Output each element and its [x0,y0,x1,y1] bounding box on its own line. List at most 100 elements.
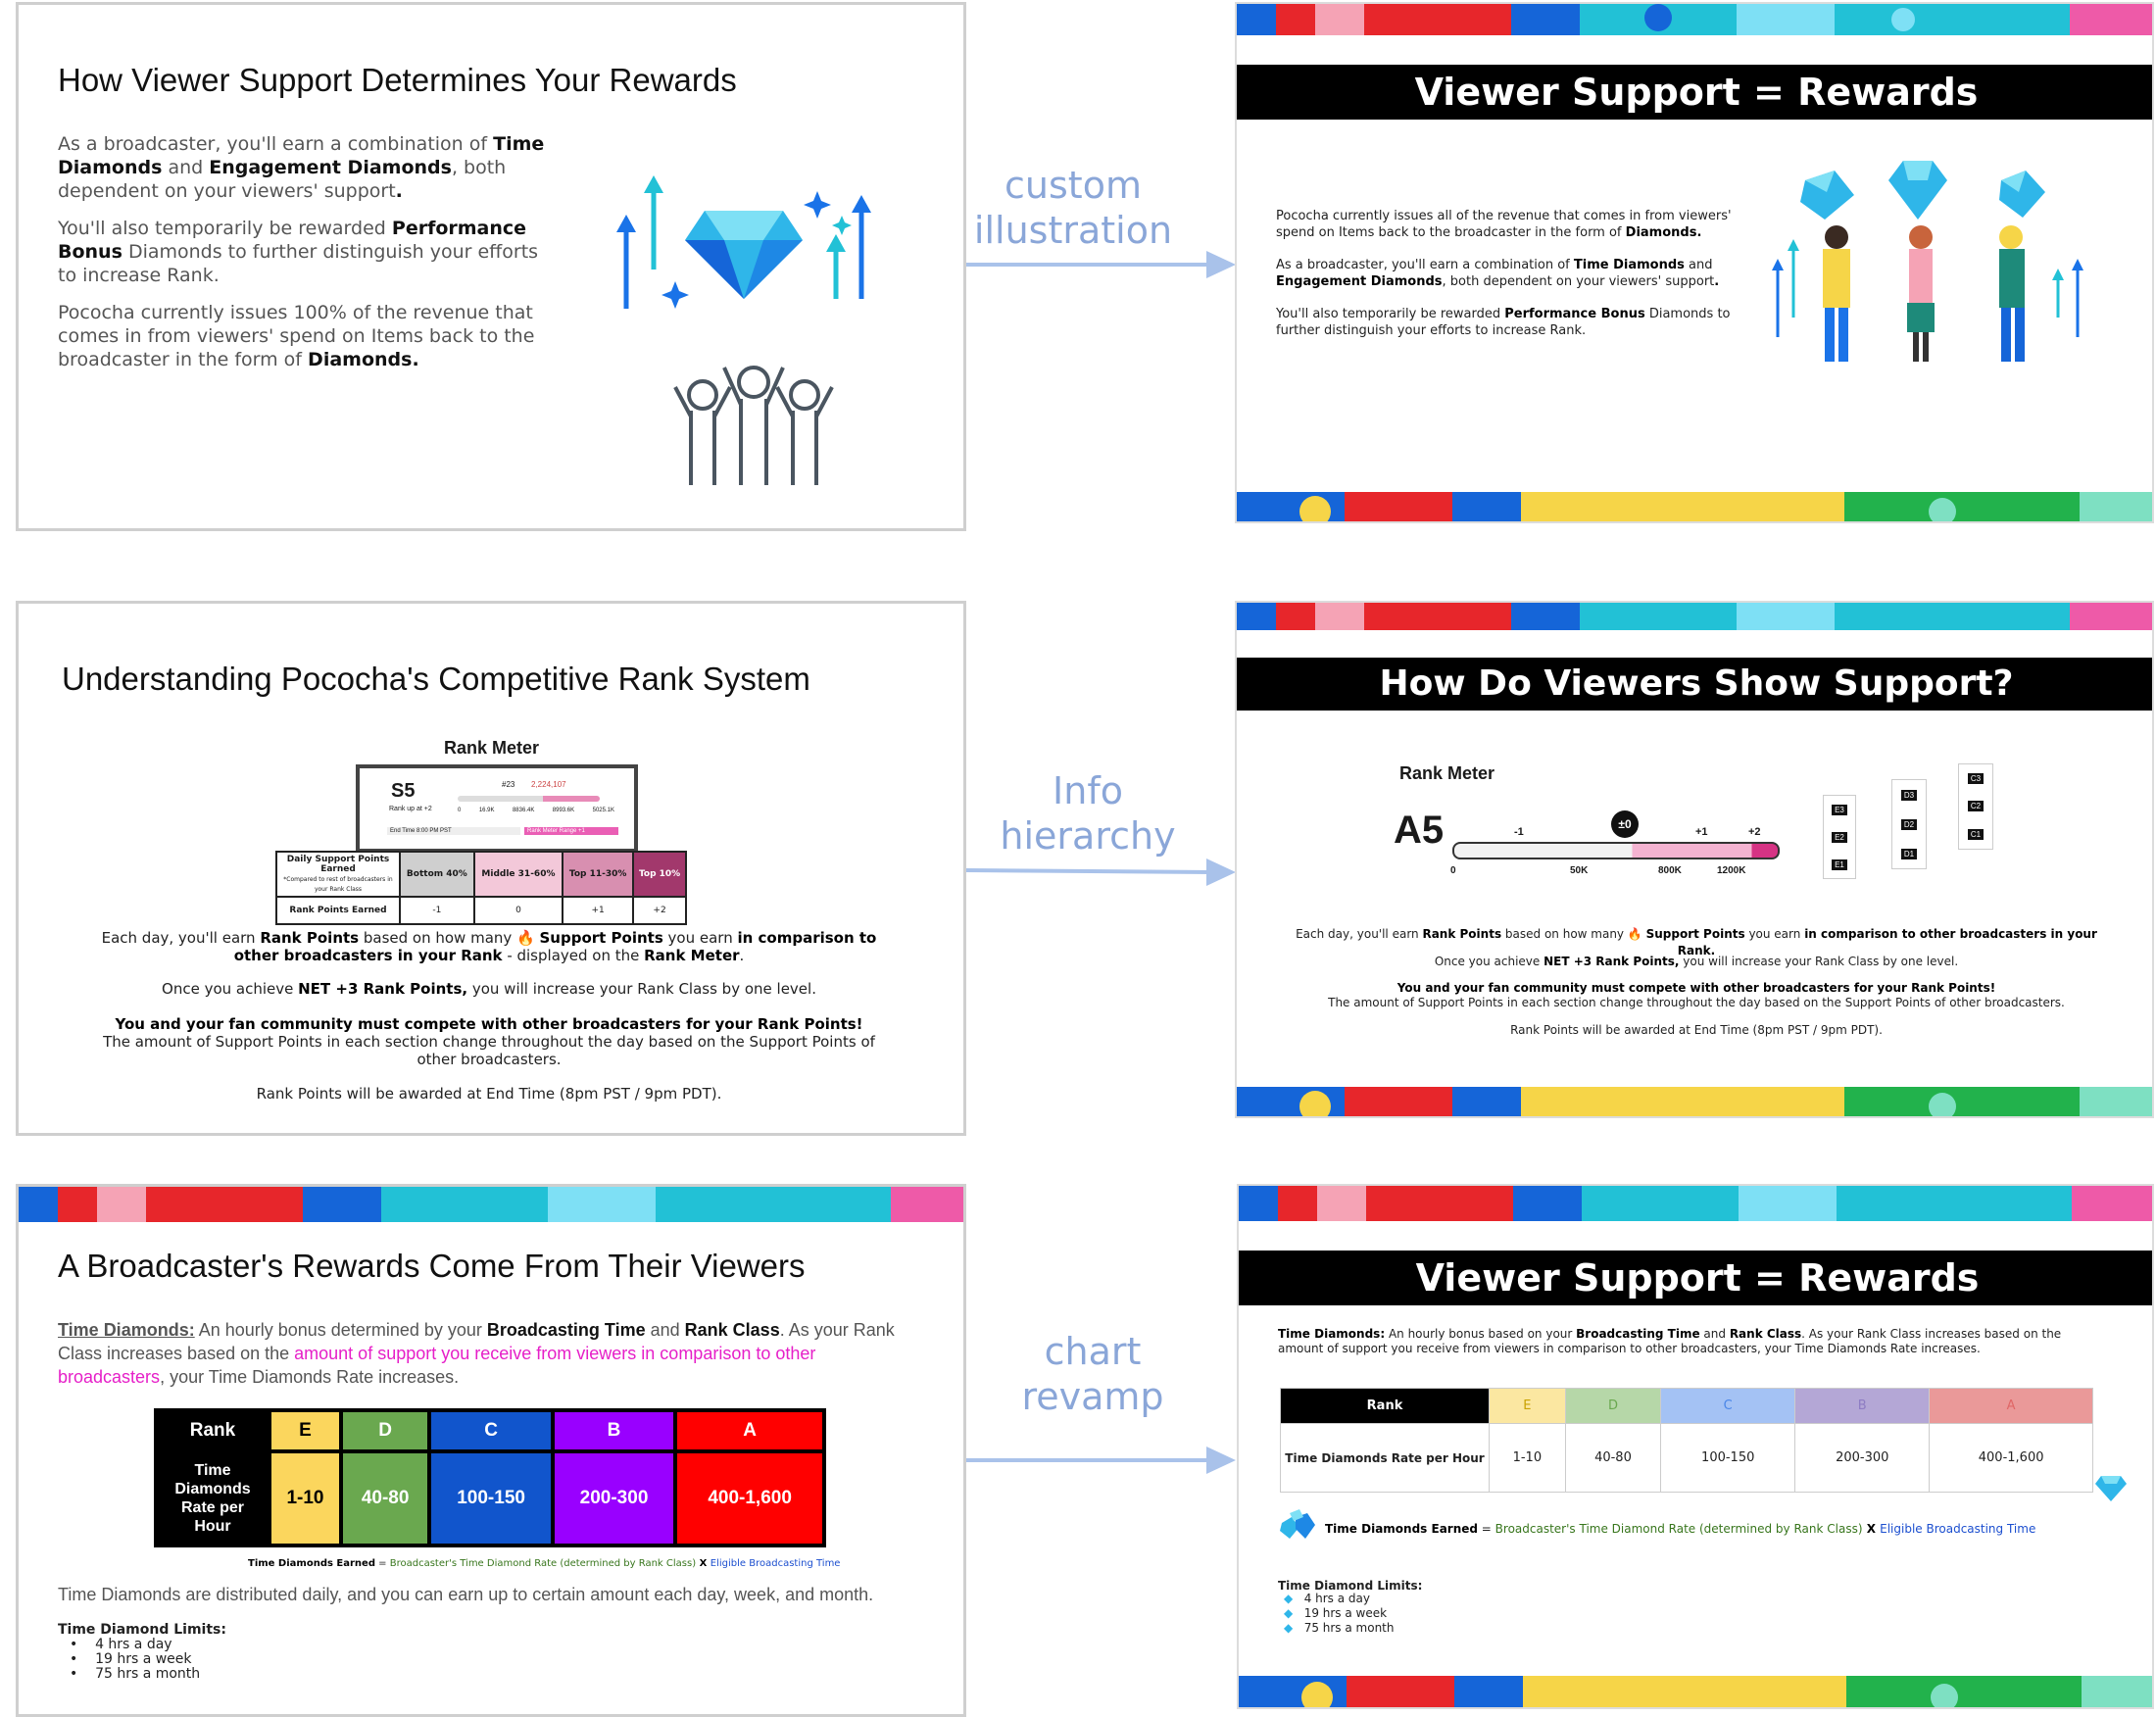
distribution-note: Time Diamonds are distributed daily, and… [58,1585,874,1604]
slide-paragraph-3: You'll also temporarily be rewarded Perf… [1276,307,1731,338]
table-header: Middle 31-60% [472,851,564,898]
meter-below-label: 50K [1570,865,1589,876]
color-band-bottom [1237,492,2152,521]
rank-explanation-2: Once you achieve NET +3 Rank Points, you… [162,980,816,998]
rank-badge: A5 [1394,809,1445,852]
table-header: C [1660,1388,1796,1424]
meter-above-label: -1 [1514,826,1524,838]
arrow-right-icon [966,858,1236,886]
formula-caption: Time Diamonds Earned = Broadcaster's Tim… [248,1558,841,1569]
rank-meter-label: Rank Meter [1399,763,1495,783]
meter-bar [458,796,600,802]
meter-below-label: 800K [1658,865,1682,876]
diamond-illustration [616,175,871,485]
table-cell: 1-10 [1489,1423,1566,1493]
color-band-top [1237,4,2152,35]
people-outline-icon [673,366,834,485]
table-header: A [1929,1388,2093,1424]
table-cell: 400-1,600 [1929,1423,2093,1493]
slide-title-bar: Viewer Support = Rewards [1239,1251,2152,1305]
people-holding-diamonds-illustration [1772,161,2083,362]
slide-paragraph-1: As a broadcaster, you'll earn a combinat… [58,133,545,202]
rank-points: 2,224,107 [531,780,566,789]
list-item: • 19 hrs a week [70,1651,192,1667]
limits-title: Time Diamond Limits: [58,1622,226,1638]
rank-position: #23 [502,780,515,789]
slide-2-before[interactable]: Understanding Pococha's Competitive Rank… [16,601,966,1136]
rank-class-card: C3 C2 C1 [1958,763,1993,850]
meter-range-button[interactable]: Rank Meter Range +1 [524,827,618,835]
slide-paragraph-3: Pococha currently issues 100% of the rev… [58,302,535,370]
table-header: Daily Support Points Earned*Compared to … [275,851,401,898]
diamond-bullet-icon: ◆ [1284,1621,1294,1635]
table-cell: -1 [399,896,475,925]
table-cell: 1-10 [268,1449,343,1547]
time-diamonds-paragraph: Time Diamonds: An hourly bonus determine… [58,1320,895,1387]
slide-title: How Viewer Support Determines Your Rewar… [58,62,737,98]
table-cell: 400-1,600 [673,1449,826,1547]
rank-explanation-3: You and your fan community must compete … [103,1015,875,1068]
table-header: C [427,1408,555,1453]
slide-3-before[interactable]: A Broadcaster's Rewards Come From Their … [16,1184,966,1717]
table-header: Top 11-30% [562,851,635,898]
table-cell: 200-300 [550,1449,678,1547]
rank-class-card: E3 E2 E1 [1823,795,1856,879]
table-cell: 40-80 [1564,1423,1662,1493]
meter-below-label: 0 [1450,865,1456,876]
table-header: Rank [1280,1388,1490,1424]
rank-points-table: Daily Support Points Earned*Compared to … [275,851,687,925]
diamond-icon [685,211,803,299]
table-cell: 0 [472,896,564,925]
table-header: A [673,1408,826,1453]
sparkle-icon [662,191,852,309]
table-header: Rank [154,1408,271,1453]
meter-below-label: 1200K [1717,865,1746,876]
slide-1-after[interactable]: Viewer Support = Rewards Pococha current… [1235,2,2154,523]
time-diamonds-paragraph: Time Diamonds: An hourly bonus based on … [1278,1327,2062,1355]
meter-marker: ±0 [1611,810,1639,838]
diamond-pile-icon [1280,1509,1315,1539]
time-diamonds-rate-table: Rank E D C B A Time Diamonds Rate per Ho… [1280,1388,2093,1493]
limits-list: • 4 hrs a day • 19 hrs a week • 75 hrs a… [70,1638,200,1682]
limits-title: Time Diamond Limits: [1278,1579,1423,1593]
rank-explanation-1: Each day, you'll earn Rank Points based … [101,929,877,964]
diamond-bullet-icon: ◆ [1284,1606,1294,1620]
color-band-top [1237,603,2152,630]
table-header: B [550,1408,678,1453]
slide-2-after[interactable]: How Do Viewers Show Support? Rank Meter … [1235,601,2154,1118]
slide-title: Understanding Pococha's Competitive Rank… [62,661,810,697]
list-item: ◆ 75 hrs a month [1284,1621,1395,1635]
rank-explanation-1: Each day, you'll earn Rank Points based … [1296,927,2097,957]
table-cell: 40-80 [338,1449,432,1547]
table-header: Top 10% [632,851,687,898]
table-cell: 100-150 [1660,1423,1796,1493]
table-header: Bottom 40% [399,851,475,898]
rank-explanation-3: You and your fan community must compete … [1328,981,2065,1009]
slide-paragraph-2: You'll also temporarily be rewarded Perf… [58,218,539,286]
rank-explanation-2: Once you achieve NET +3 Rank Points, you… [1434,955,1959,968]
formula-caption: Time Diamonds Earned = Broadcaster's Tim… [1325,1522,2036,1536]
table-row-label: Rank Points Earned [275,896,401,925]
person-icon [1823,225,2025,362]
rank-explanation-4: Rank Points will be awarded at End Time … [1510,1023,1883,1037]
table-cell: +2 [632,896,687,925]
color-band-bottom [1239,1676,2152,1707]
diamond-icon [2095,1476,2127,1501]
table-header: E [268,1408,343,1453]
table-header: E [1489,1388,1566,1424]
slide-3-after[interactable]: Viewer Support = Rewards Time Diamonds: … [1237,1184,2154,1709]
meter-above-label: +1 [1695,826,1708,838]
list-item: ◆ 4 hrs a day [1284,1592,1370,1605]
up-arrow-icon [616,175,871,309]
color-band-bottom [1237,1087,2152,1116]
slide-paragraph-1: Pococha currently issues all of the reve… [1276,209,1732,240]
slide-title: A Broadcaster's Rewards Come From Their … [58,1248,806,1284]
list-item: • 75 hrs a month [70,1666,201,1682]
slide-1-before[interactable]: How Viewer Support Determines Your Rewar… [16,2,966,531]
rank-up-note: Rank up at +2 [389,806,432,812]
